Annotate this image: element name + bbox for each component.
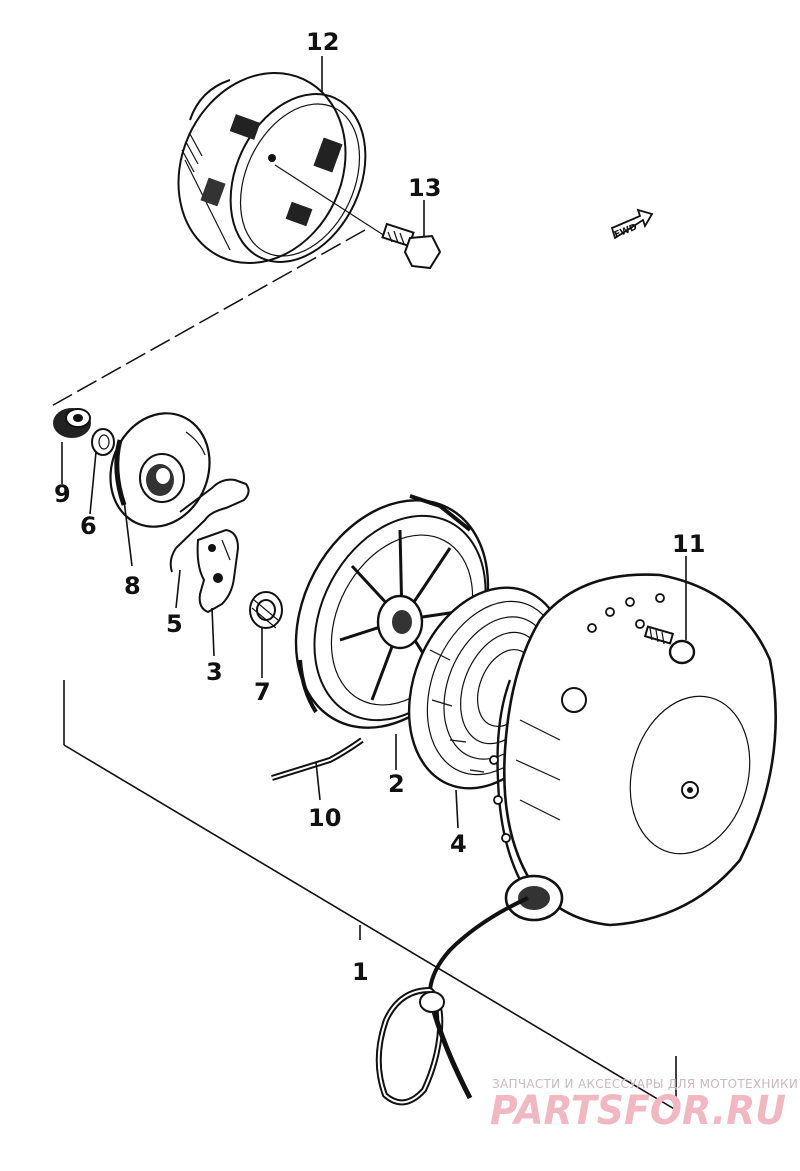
callout-10: 10 (308, 804, 341, 832)
callout-3: 3 (206, 658, 223, 686)
part-13-bolt (274, 164, 442, 270)
part-3-pawl (196, 528, 240, 614)
part-5-spring-clip (169, 478, 250, 573)
callout-12: 12 (306, 28, 339, 56)
callout-11: 11 (672, 530, 705, 558)
callout-6: 6 (80, 512, 97, 540)
callout-1: 1 (352, 958, 369, 986)
callout-2: 2 (388, 770, 405, 798)
callout-7: 7 (254, 678, 271, 706)
part-7-small-spring (249, 591, 283, 629)
callout-labels: 12 13 9 6 8 5 3 7 2 10 4 11 1 (54, 28, 705, 986)
alignment-line-upper (47, 229, 366, 409)
part-9-nut (53, 408, 91, 438)
callout-4: 4 (450, 830, 467, 858)
watermark: ЗАПЧАСТИ И АКСЕССУАРЫ ДЛЯ МОТОТЕХНИКИ PA… (490, 1077, 798, 1134)
part-10-rope (271, 737, 364, 781)
callout-8: 8 (124, 572, 141, 600)
watermark-logo: PARTSFOR.RU (490, 1088, 786, 1134)
part-12-starter-cup (177, 71, 367, 265)
leader-lines (61, 56, 687, 1111)
part-11-screw (643, 625, 696, 665)
callout-13: 13 (408, 174, 441, 202)
watermark-tagline: ЗАПЧАСТИ И АКСЕССУАРЫ ДЛЯ МОТОТЕХНИКИ (492, 1077, 798, 1091)
fwd-arrow-icon: FWD (610, 208, 654, 241)
rope-grommet-and-handle (375, 874, 564, 1106)
callout-5: 5 (166, 610, 183, 638)
part-6-washer (91, 428, 115, 456)
part-1-starter-housing (489, 573, 777, 927)
part-8-drive-plate (109, 412, 211, 528)
callout-9: 9 (54, 480, 71, 508)
